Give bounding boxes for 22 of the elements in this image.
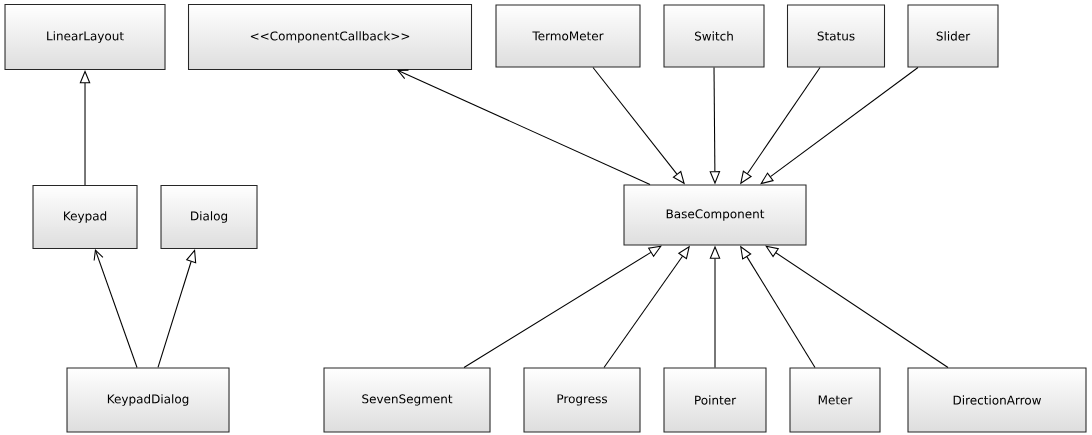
class-box: KeypadDialog [66, 367, 230, 433]
class-box: Keypad [32, 184, 138, 250]
class-box: Slider [907, 4, 999, 68]
class-box: Switch [663, 4, 765, 68]
class-box: BaseComponent [623, 184, 807, 246]
arrow [157, 249, 197, 368]
arrow [79, 70, 91, 186]
arrow [765, 245, 949, 368]
arrow [463, 245, 662, 368]
class-box: DirectionArrow [907, 367, 1087, 433]
class-box: Progress [523, 367, 641, 433]
class-box: Pointer [663, 367, 767, 433]
class-box: Meter [789, 367, 881, 433]
arrow [93, 249, 138, 368]
class-box: SevenSegment [323, 367, 491, 433]
class-box: Dialog [160, 184, 258, 250]
class-box: LinearLayout [4, 3, 166, 71]
class-box: TermoMeter [495, 4, 641, 68]
class-box: Status [786, 4, 886, 68]
arrow [760, 67, 919, 185]
arrow [397, 69, 651, 185]
class-box: <<ComponentCallback>> [187, 3, 473, 71]
